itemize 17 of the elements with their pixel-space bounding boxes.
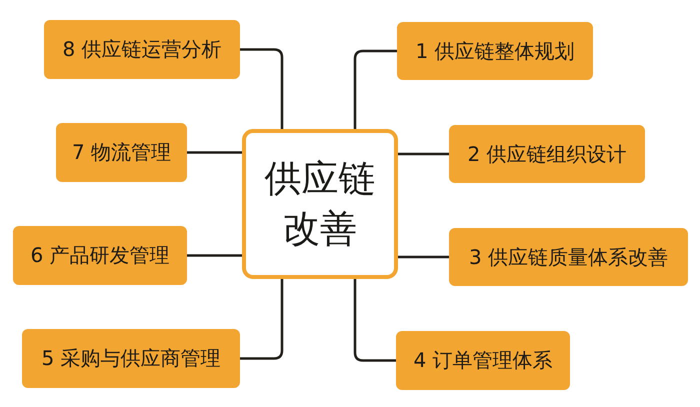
topic-box: 4 订单管理体系 — [396, 331, 570, 390]
topic-box: 5 采购与供应商管理 — [22, 329, 240, 388]
connector-line — [187, 151, 242, 154]
connector-line — [398, 256, 449, 258]
topic-box: 6 产品研发管理 — [13, 226, 187, 285]
topic-box: 7 物流管理 — [56, 123, 187, 182]
connector-line — [240, 279, 284, 360]
connector-line — [187, 254, 242, 257]
topic-box: 3 供应链质量体系改善 — [449, 228, 688, 286]
topic-box: 1 供应链整体规划 — [397, 22, 593, 80]
connector-line — [354, 279, 396, 362]
connector-line — [398, 152, 449, 156]
topic-box: 2 供应链组织设计 — [449, 125, 645, 183]
connector-line — [354, 50, 397, 129]
topic-box: 8 供应链运营分析 — [44, 20, 240, 79]
central-topic-box: 供应链改善 — [242, 129, 398, 279]
connector-line — [240, 48, 284, 129]
